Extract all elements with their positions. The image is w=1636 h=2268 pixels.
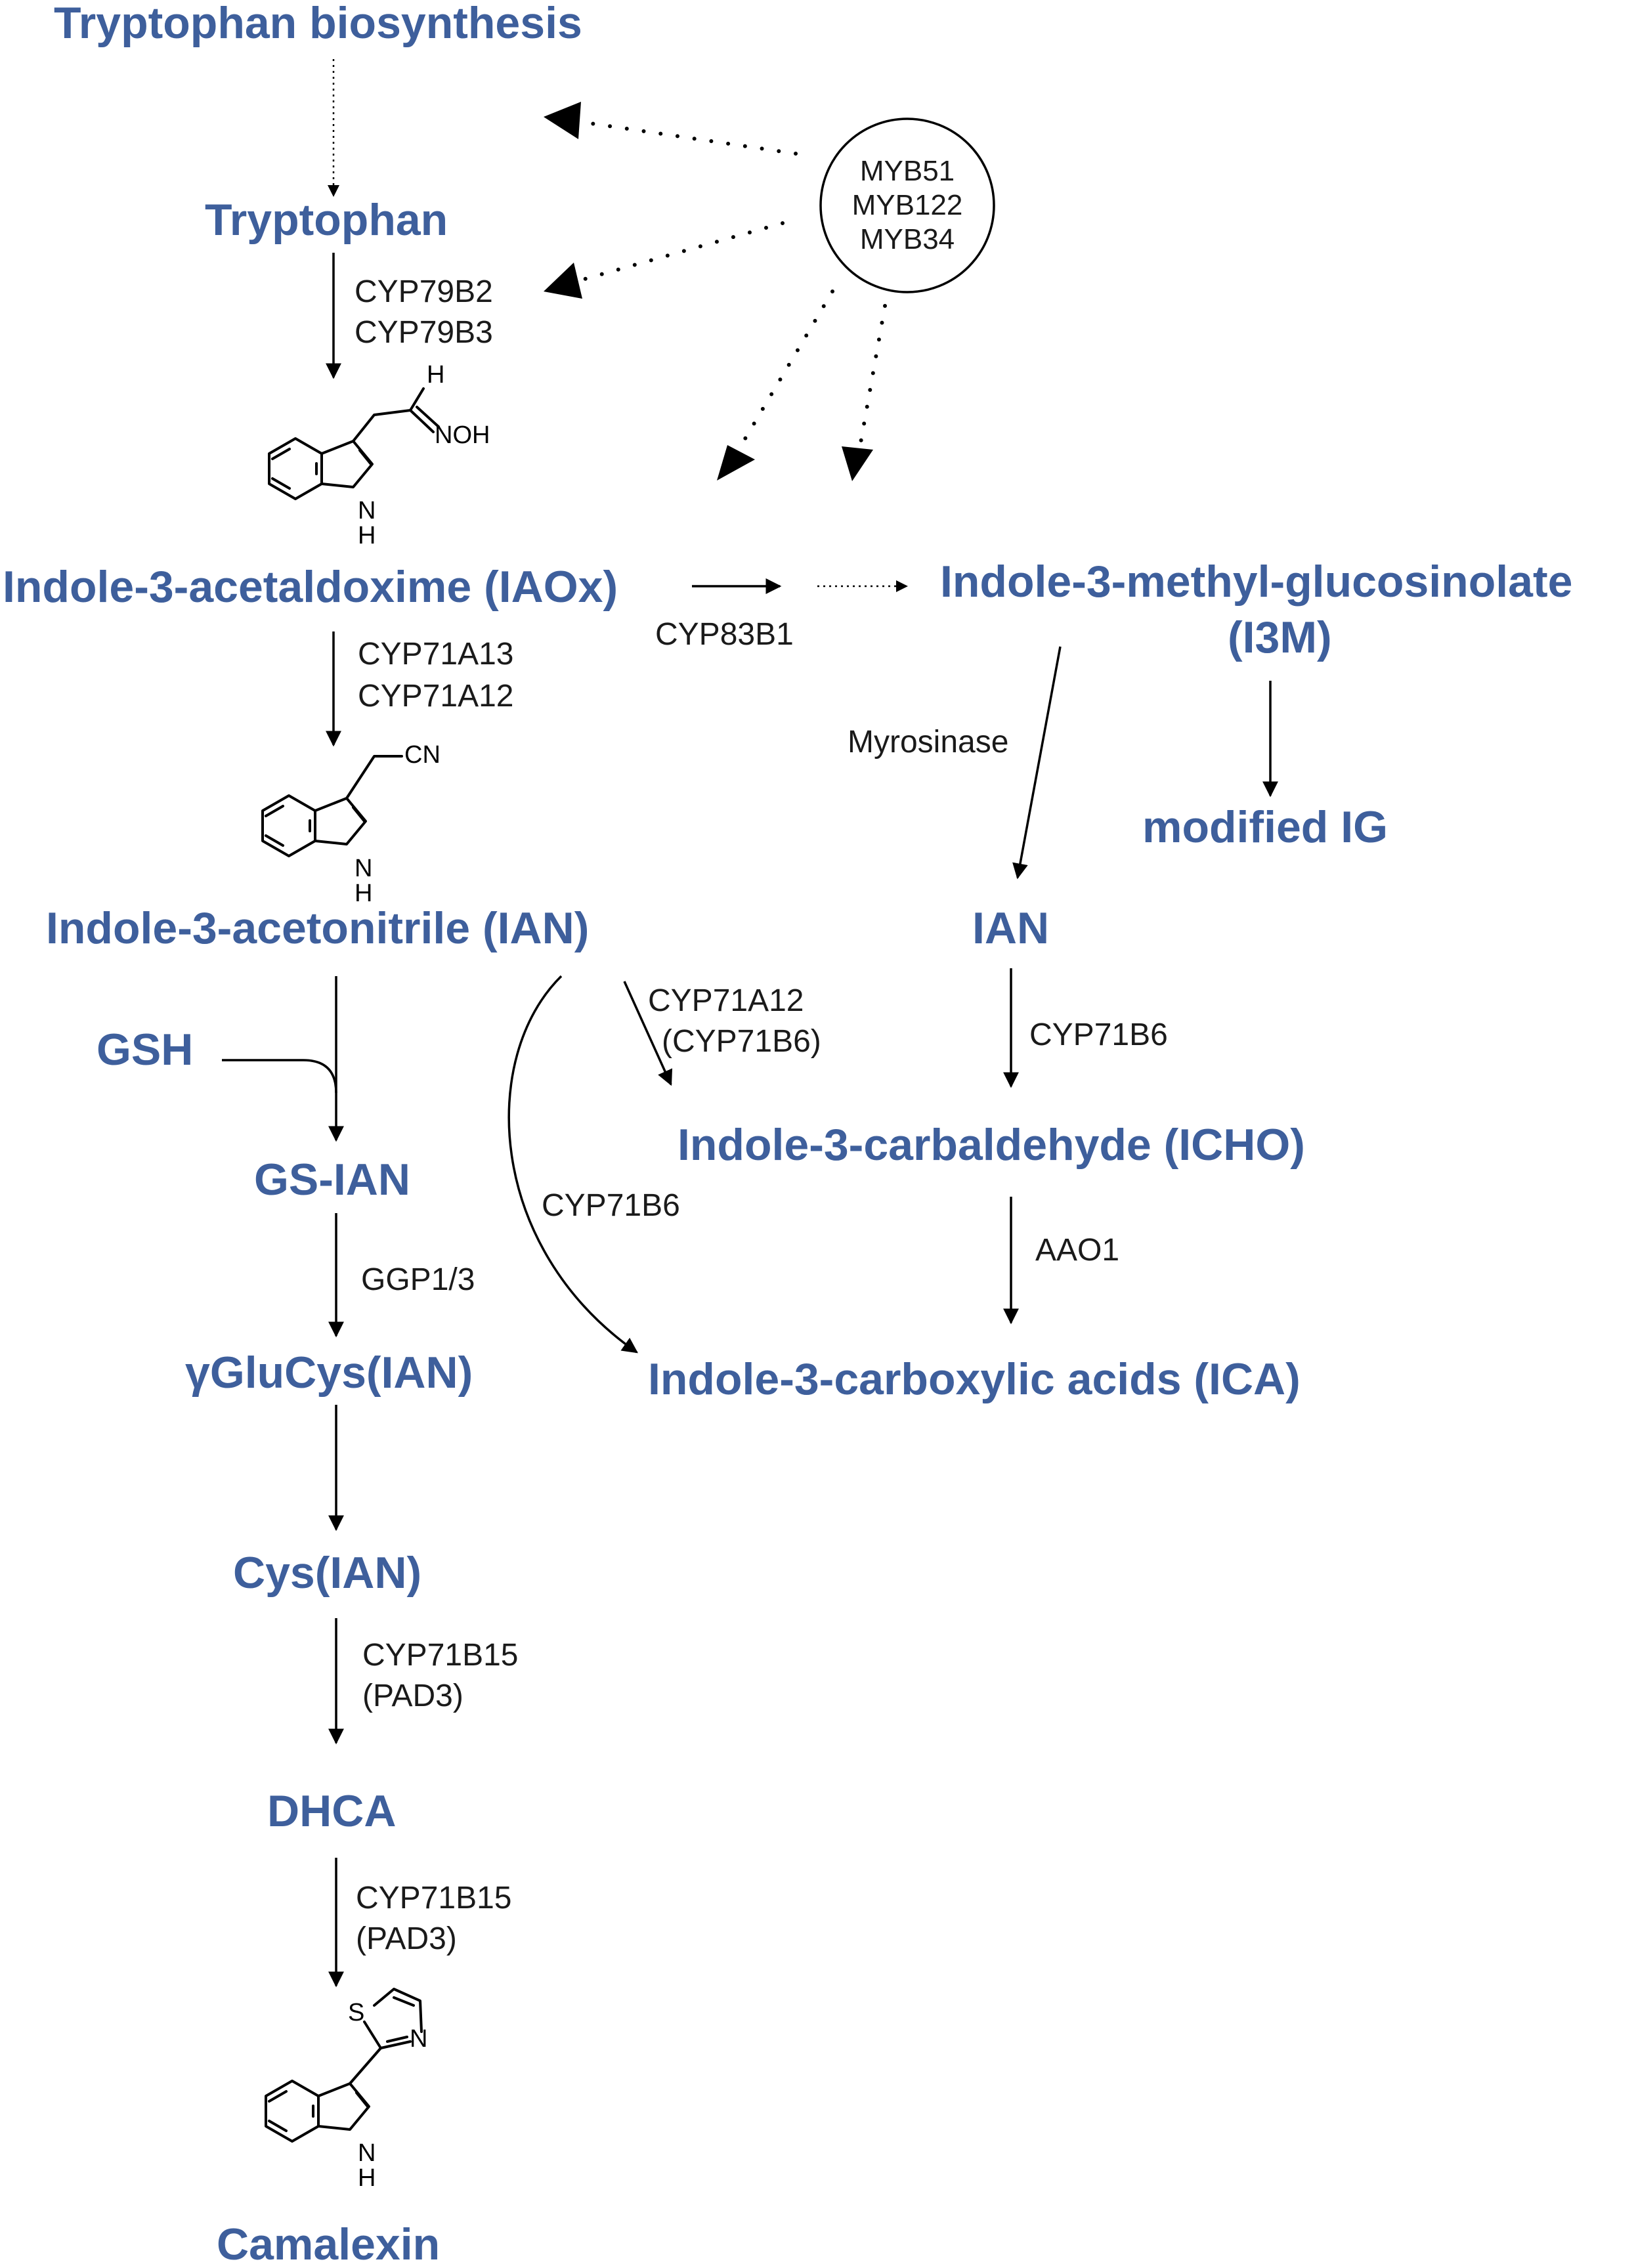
enzyme-cyp71b6-curve: CYP71B6 [542, 1188, 680, 1223]
regulation-arrowhead-i3m-a [717, 445, 755, 481]
compound-i3m-line1: Indole-3-methyl-glucosinolate [940, 557, 1572, 607]
arrowhead-iaox-to-i3m-dotted [896, 580, 908, 592]
compound-cys-ian: Cys(IAN) [233, 1548, 421, 1598]
arrowhead-biosynthesis-to-tryptophan [328, 185, 339, 197]
enzyme-pad3-a: (PAD3) [362, 1679, 463, 1713]
regulation-arrowhead-biosynthesis [544, 102, 581, 139]
atom-n-ian: N [355, 855, 372, 882]
regulation-arrow-tryptophan [576, 221, 785, 283]
regulation-arrowhead-tryptophan [544, 263, 582, 299]
atom-h-iaox: H [358, 522, 376, 549]
compound-ian-right: IAN [972, 903, 1049, 953]
arrow-ian-to-icho-left [623, 981, 673, 1086]
enzyme-cyp79b2: CYP79B2 [355, 274, 493, 309]
compound-glucys-ian: γGluCys(IAN) [185, 1348, 473, 1398]
compound-gsh: GSH [97, 1025, 193, 1075]
compound-iaox: Indole-3-acetaldoxime (IAOx) [3, 562, 618, 612]
compound-icho: Indole-3-carbaldehyde (ICHO) [678, 1120, 1305, 1170]
enzyme-cyp71b15-b: CYP71B15 [356, 1881, 512, 1915]
arrow-i3m-to-ian-myrosinase [1012, 646, 1062, 880]
regulation-arrow-i3m-a [739, 289, 834, 448]
structure-iaox: H NOH N H [268, 361, 490, 549]
regulator-myb122: MYB122 [852, 189, 963, 221]
compound-ian-left: Indole-3-acetonitrile (IAN) [46, 903, 589, 953]
arrow-gsh-join [222, 1059, 337, 1094]
enzyme-cyp71a12-b: CYP71A12 [648, 983, 804, 1018]
regulation-arrowhead-i3m-b [842, 446, 873, 481]
atom-n-camalexin: N [358, 2139, 376, 2167]
atom-n-iaox: N [358, 497, 376, 524]
enzyme-pad3-b: (PAD3) [356, 1921, 457, 1956]
enzyme-cyp83b1: CYP83B1 [655, 617, 794, 652]
atom-h-aldoxime: H [427, 361, 444, 389]
regulation-arrow-biosynthesis [576, 119, 798, 156]
compound-i3m-line2: (I3M) [1228, 612, 1332, 662]
myb-regulator-circle [819, 118, 995, 293]
compound-ica: Indole-3-carboxylic acids (ICA) [648, 1354, 1301, 1404]
atom-cn: CN [404, 741, 441, 769]
atom-h-ian: H [355, 880, 372, 907]
enzyme-myrosinase: Myrosinase [848, 725, 1008, 760]
enzyme-ggp: GGP1/3 [361, 1262, 475, 1297]
structure-camalexin: S N N H [265, 1988, 427, 2192]
enzyme-cyp71b6-right: CYP71B6 [1029, 1017, 1168, 1052]
compound-camalexin: Camalexin [217, 2219, 440, 2268]
compound-tryptophan: Tryptophan [205, 195, 448, 245]
enzyme-cyp71a13: CYP71A13 [358, 637, 514, 672]
structure-ian: CN N H [261, 741, 441, 907]
compound-modified-ig: modified IG [1142, 802, 1388, 852]
atom-h-camalexin: H [358, 2164, 376, 2192]
compound-tryptophan-biosynthesis: Tryptophan biosynthesis [54, 0, 582, 48]
compound-gs-ian: GS-IAN [254, 1155, 410, 1205]
regulation-arrow-i3m-b [858, 304, 887, 448]
enzyme-cyp71b6-paren: (CYP71B6) [662, 1024, 821, 1059]
compound-dhca: DHCA [267, 1786, 396, 1836]
atom-s-thiazole: S [348, 1999, 364, 2026]
enzyme-cyp71b15-a: CYP71B15 [362, 1638, 519, 1673]
regulator-myb51: MYB51 [860, 155, 955, 187]
enzyme-cyp71a12: CYP71A12 [358, 679, 514, 714]
atom-noh: NOH [435, 421, 490, 449]
enzyme-aao1: AAO1 [1035, 1233, 1119, 1268]
enzyme-cyp79b3: CYP79B3 [355, 315, 493, 350]
regulator-myb34: MYB34 [860, 223, 955, 255]
arrow-ian-to-ica-curve [507, 975, 638, 1354]
atom-n-thiazole: N [410, 2025, 427, 2053]
